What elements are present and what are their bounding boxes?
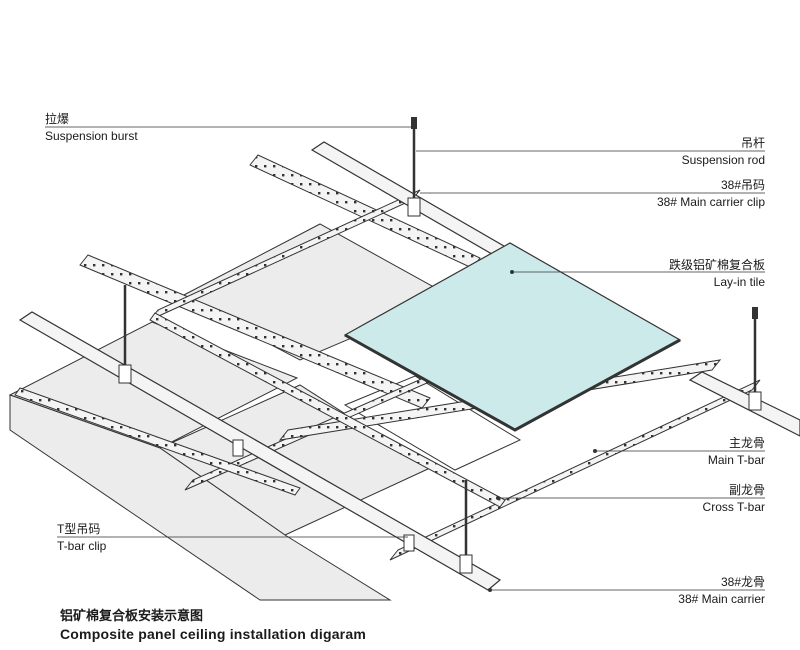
label-suspension-burst-zh: 拉爆: [45, 112, 70, 126]
leader-dot: [488, 588, 492, 592]
leader-dots: [488, 270, 597, 592]
cross-t-bars: [14, 312, 506, 508]
label-cross-t-bar-zh: 副龙骨: [728, 483, 765, 497]
clip-2: [118, 364, 132, 384]
leader-dot: [496, 496, 500, 500]
lay-in-tile-edge: [344, 333, 681, 432]
label-suspension-rod-zh: 吊杆: [740, 136, 765, 150]
t-bar-clip-1: [403, 534, 415, 552]
t-bar-clip-2: [232, 439, 244, 457]
leader-dot: [510, 270, 514, 274]
anchor-bolts: [411, 117, 758, 319]
label-main-t-bar-zh: 主龙骨: [728, 436, 765, 450]
label-main-t-bar-en: Main T-bar: [707, 453, 765, 467]
main-t-bar-6: [389, 379, 761, 561]
caption-en: Composite panel ceiling installation dig…: [60, 626, 366, 642]
anchor-bolt-2: [752, 307, 758, 319]
label-cross-t-bar-en: Cross T-bar: [702, 500, 765, 514]
suspension-rods: [123, 125, 757, 560]
caption-zh: 铝矿棉复合板安装示意图: [60, 608, 204, 623]
panel-front: [9, 394, 392, 601]
label-suspension-rod-en: Suspension rod: [681, 153, 765, 167]
main-t-bar-1: [249, 154, 481, 269]
main-carrier-right: [688, 371, 800, 437]
label-t-bar-clip-en: T-bar clip: [57, 539, 107, 553]
clip-4: [459, 554, 473, 574]
label-main-carrier-clip-en: 38# Main carrier clip: [656, 195, 765, 209]
cross-t-bar-2: [149, 312, 506, 508]
clip-3: [748, 391, 762, 411]
label-lay-in-tile-zh: 跌级铝矿棉复合板: [668, 258, 765, 272]
clip-1: [407, 197, 421, 217]
label-main-carrier-zh: 38#龙骨: [720, 575, 765, 589]
clips: [118, 197, 762, 574]
cross-t-bar-1: [14, 387, 301, 496]
label-lay-in-tile-en: Lay-in tile: [713, 275, 765, 289]
leader-dot: [593, 449, 597, 453]
leader-lines: [45, 126, 765, 591]
label-suspension-burst-en: Suspension burst: [45, 129, 138, 143]
anchor-bolt-1: [411, 117, 417, 129]
label-main-carrier-en: 38# Main carrier: [678, 592, 765, 606]
label-t-bar-clip-zh: T型吊码: [57, 522, 101, 536]
main-t-bar-2: [79, 254, 431, 409]
main-t-bars: [79, 154, 761, 561]
main-carrier-front: [18, 311, 502, 591]
label-main-carrier-clip-zh: 38#吊码: [720, 178, 765, 192]
